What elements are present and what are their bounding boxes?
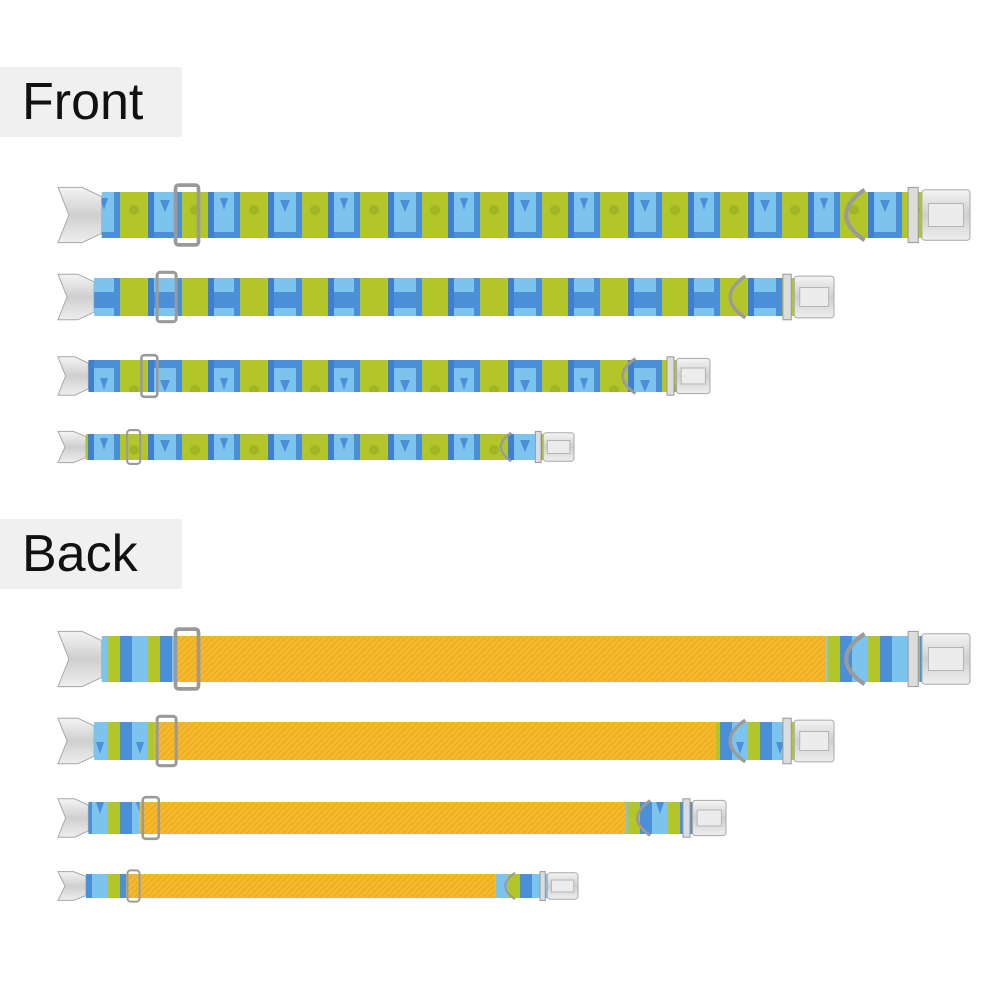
front-collar-2 [57, 270, 835, 324]
d-ring [504, 871, 516, 901]
d-ring [636, 799, 652, 837]
strap [101, 192, 922, 238]
slider-loop [126, 869, 141, 903]
slider-loop [155, 714, 178, 768]
buckle-female [57, 871, 87, 901]
buckle-male-slot [927, 203, 964, 227]
slider-loop [141, 795, 161, 841]
strap-back [126, 874, 496, 898]
buckle-female [57, 356, 89, 396]
keeper [539, 871, 546, 901]
strap-end-left [86, 874, 126, 898]
front-collar-4 [57, 429, 575, 465]
strap [94, 278, 795, 316]
buckle-female [57, 798, 89, 838]
strap-back [175, 636, 827, 682]
slider-loop [140, 353, 159, 399]
buckle-male-slot [799, 287, 830, 307]
back-section-label: Back [0, 519, 182, 589]
back-collar-2 [57, 714, 835, 768]
back-collar-1 [57, 627, 971, 691]
front-collars [57, 183, 971, 465]
keeper [782, 717, 792, 765]
buckle-male-slot [546, 440, 571, 454]
keeper [907, 186, 919, 244]
keeper [666, 356, 675, 396]
back-collar-3 [57, 795, 727, 841]
strap-end-left [88, 802, 140, 834]
strap-back [154, 722, 716, 760]
keeper [907, 630, 919, 688]
back-label-text: Back [22, 525, 138, 583]
d-ring [499, 431, 512, 463]
strap-back [139, 802, 626, 834]
buckle-female [57, 186, 103, 244]
buckle-female [57, 273, 95, 321]
buckle-male-slot [927, 647, 964, 671]
buckle-female [57, 430, 87, 464]
keeper [682, 798, 691, 838]
buckle-male-slot [550, 879, 575, 893]
keeper [534, 430, 542, 464]
buckle-female [57, 717, 95, 765]
front-collar-1 [57, 183, 971, 247]
front-collar-3 [57, 353, 711, 399]
strap [88, 360, 677, 392]
strap-end-left [94, 722, 155, 760]
d-ring [728, 274, 747, 320]
d-ring [728, 718, 747, 764]
d-ring [621, 357, 637, 395]
d-ring [844, 187, 866, 243]
strap-end-right [495, 874, 548, 898]
slider-loop [173, 627, 201, 691]
strap [86, 434, 544, 460]
buckle-male-slot [799, 731, 830, 751]
slider-loop [155, 270, 178, 324]
back-collar-4 [57, 869, 579, 903]
slider-loop [173, 183, 201, 247]
front-section-label: Front [0, 67, 182, 137]
d-ring [844, 631, 866, 687]
slider-loop [126, 429, 142, 465]
strap-end-left [101, 636, 176, 682]
keeper [782, 273, 792, 321]
front-label-text: Front [22, 73, 144, 131]
strap-end-right [826, 636, 922, 682]
buckle-male-slot [680, 367, 706, 385]
buckle-female [57, 630, 103, 688]
buckle-male-slot [696, 809, 722, 827]
back-collars [57, 627, 971, 903]
